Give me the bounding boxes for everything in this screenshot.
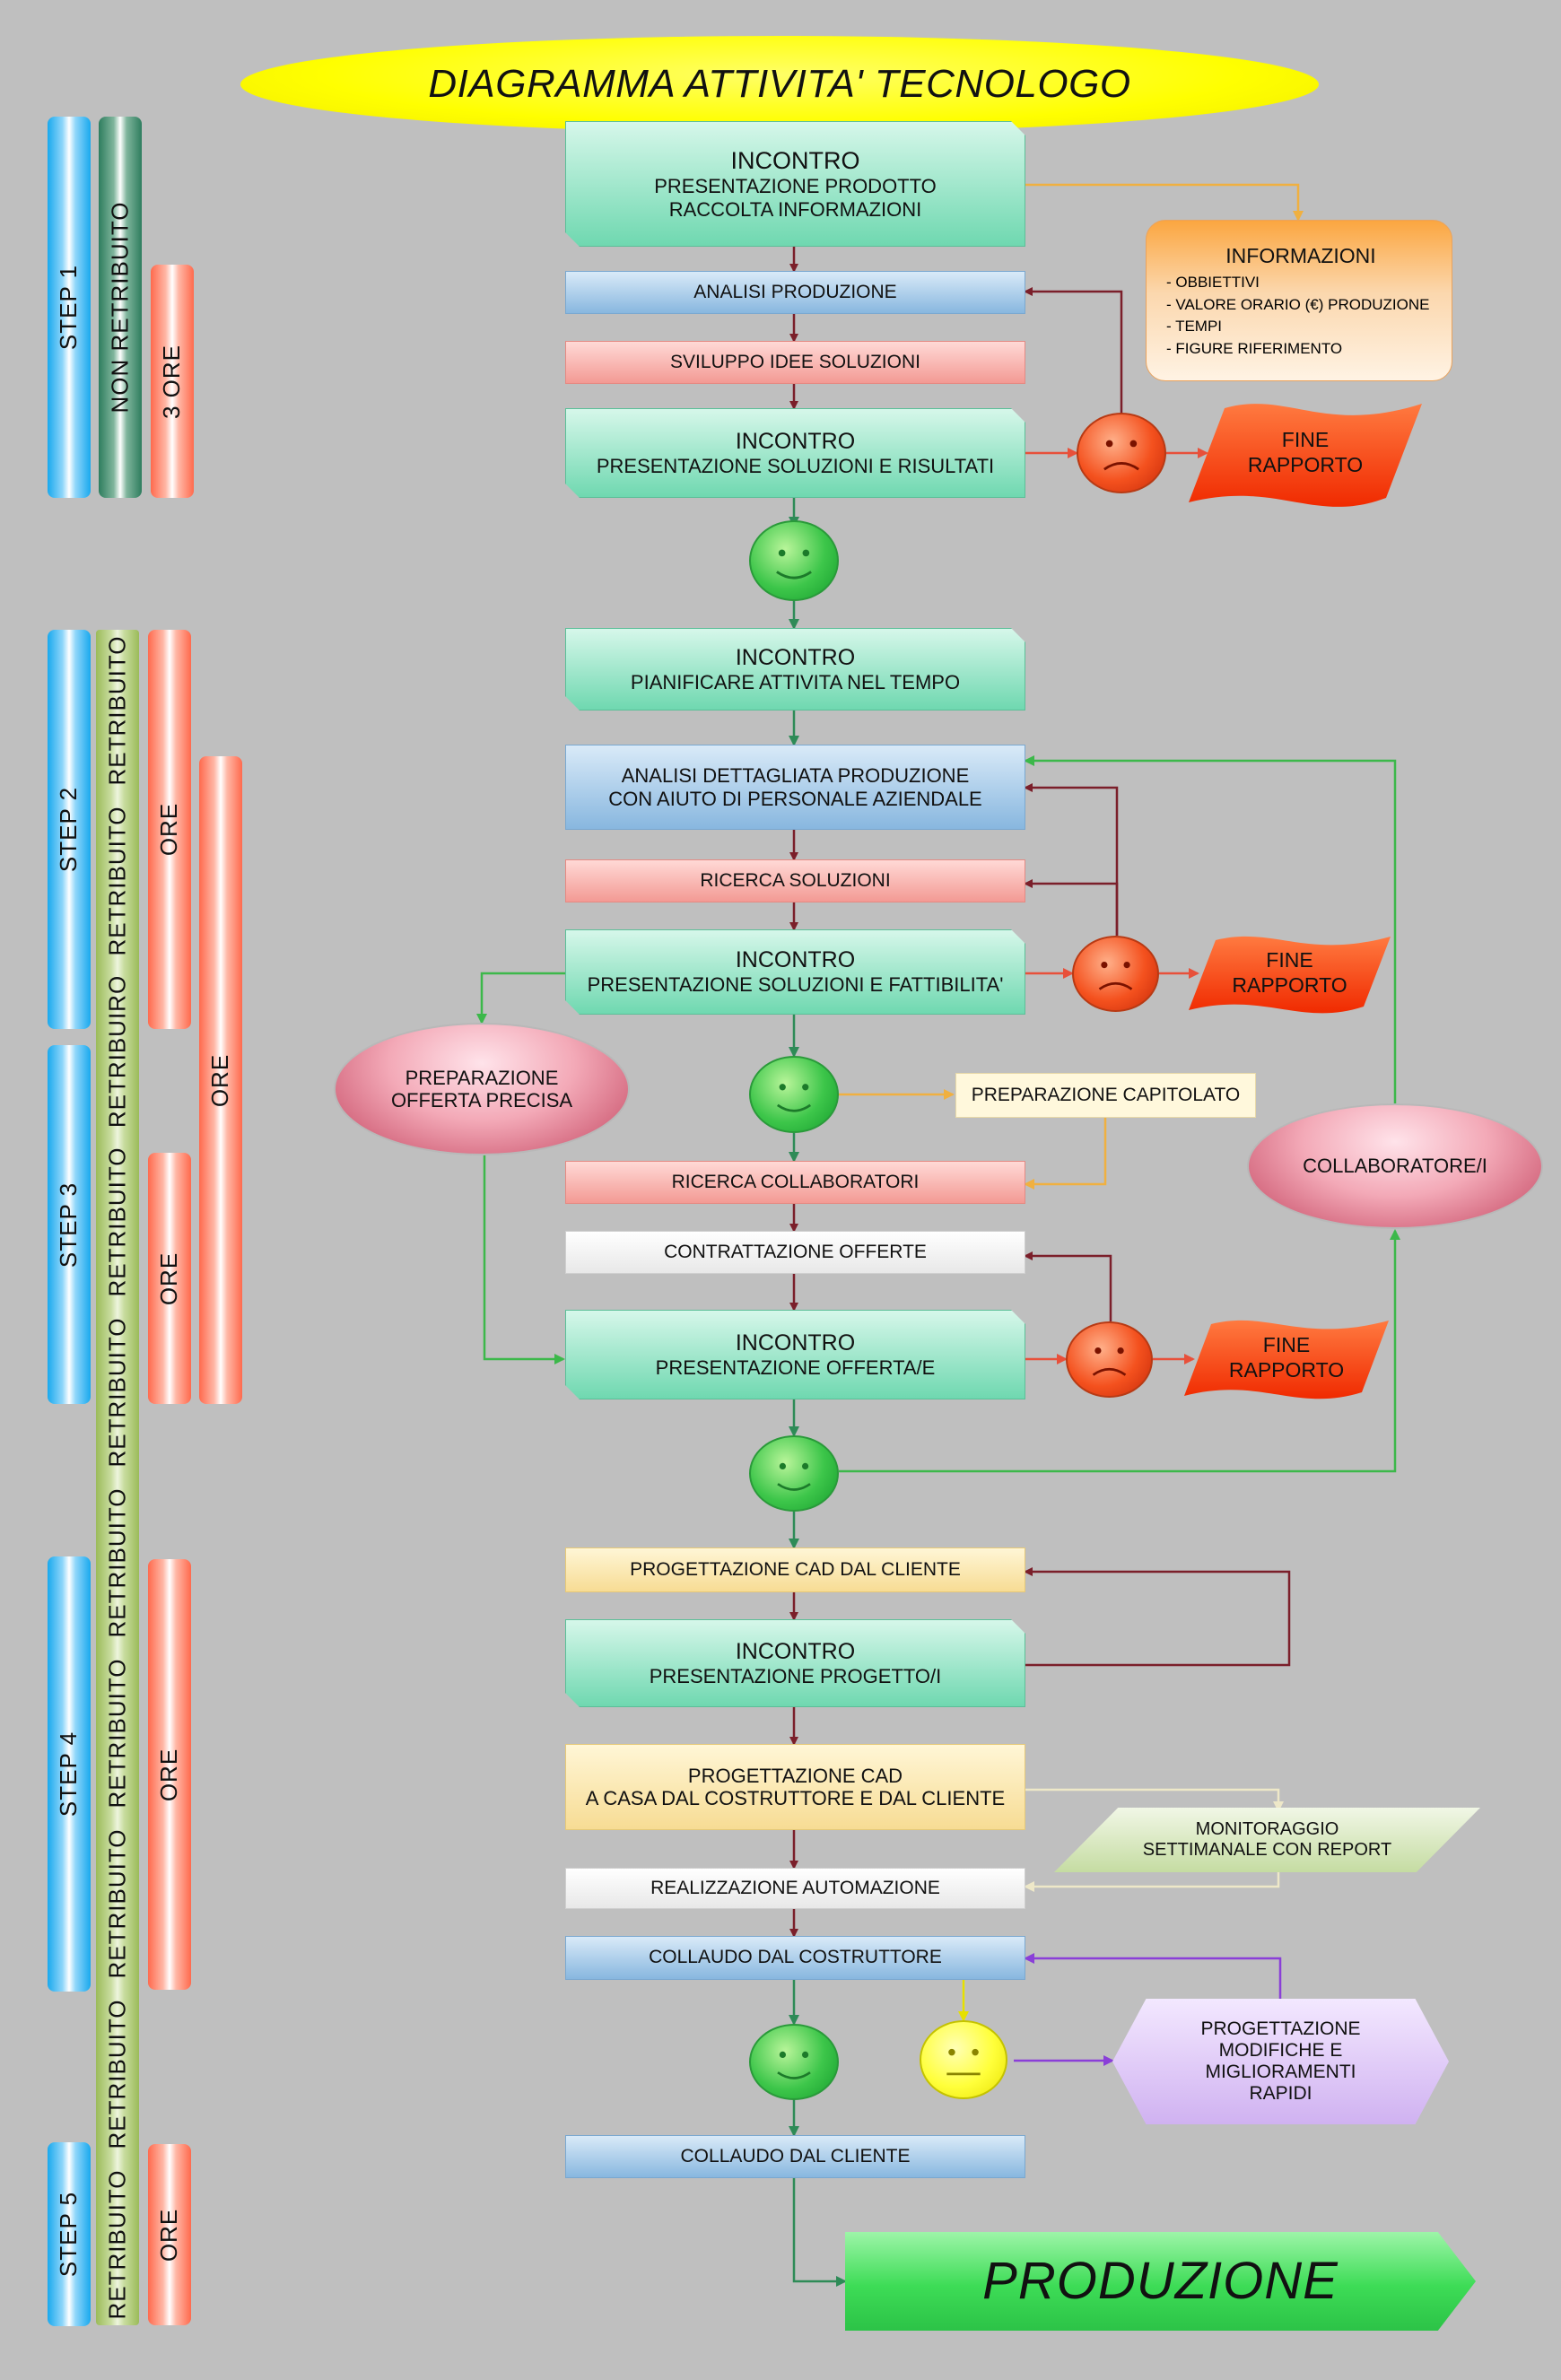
sad-face-icon xyxy=(1066,1321,1153,1398)
collaudo-dal-cliente: COLLAUDO DAL CLIENTE xyxy=(565,2135,1025,2178)
flag-shape xyxy=(1189,936,1391,1014)
retribuito-label: RETRIBUITO xyxy=(103,1317,131,1468)
happy-face-icon xyxy=(749,1435,839,1512)
retribuito-label: RETRIBUITO xyxy=(103,1999,131,2149)
retribuito-label: RETRIBUITO xyxy=(103,1658,131,1809)
info-item: - VALORE ORARIO (€) PRODUZIONE xyxy=(1166,295,1430,313)
sad-face-icon xyxy=(1072,936,1159,1012)
realizzazione-automazione: REALIZZAZIONE AUTOMAZIONE xyxy=(565,1868,1025,1909)
step2-bar: STEP 2 xyxy=(48,630,91,1029)
monitoraggio-settimanale: MONITORAGGIO SETTIMANALE CON REPORT xyxy=(1054,1808,1480,1872)
flag-shape xyxy=(1189,404,1422,507)
incontro-presentazione-soluzioni-risultati: INCONTRO PRESENTAZIONE SOLUZIONI E RISUL… xyxy=(565,408,1025,498)
retribuito-label: RETRIBUIRO xyxy=(103,974,131,1129)
analisi-produzione: ANALISI PRODUZIONE xyxy=(565,271,1025,314)
step3-bar: STEP 3 xyxy=(48,1045,91,1404)
progettazione-modifiche-rapide: PROGETTAZIONE MODIFICHE E MIGLIORAMENTI … xyxy=(1112,1999,1449,2124)
retribuito-label: RETRIBUITO xyxy=(103,1146,131,1297)
informazioni-box: INFORMAZIONI - OBBIETTIVI - VALORE ORARI… xyxy=(1146,220,1452,381)
ore-step5-bar: ORE xyxy=(148,2144,191,2325)
retribuito-label: RETRIBUITO xyxy=(103,2169,131,2320)
neutral-face-icon xyxy=(920,2020,1007,2099)
ore-step3-bar: ORE xyxy=(148,1153,191,1404)
retribuito-label: RETRIBUITO xyxy=(103,806,131,956)
contrattazione-offerte: CONTRATTAZIONE OFFERTE xyxy=(565,1231,1025,1274)
diagram-title: DIAGRAMMA ATTIVITA' TECNOLOGO xyxy=(240,36,1319,133)
sviluppo-idee-soluzioni: SVILUPPO IDEE SOLUZIONI xyxy=(565,341,1025,384)
preparazione-capitolato: PREPARAZIONE CAPITOLATO xyxy=(955,1073,1256,1118)
non-retribuito-bar: NON RETRIBUITO xyxy=(99,117,142,498)
incontro-presentazione-offerta: INCONTRO PRESENTAZIONE OFFERTA/E xyxy=(565,1310,1025,1399)
ore-step1-bar: 3 ORE xyxy=(151,265,194,498)
retribuito-bar: RETRIBUITO RETRIBUITO RETRIBUIRO RETRIBU… xyxy=(96,630,139,2325)
happy-face-icon xyxy=(749,520,839,601)
step5-bar: STEP 5 xyxy=(48,2142,91,2326)
produzione-arrow: PRODUZIONE xyxy=(845,2232,1476,2331)
ricerca-collaboratori: RICERCA COLLABORATORI xyxy=(565,1161,1025,1204)
sad-face-icon xyxy=(1077,413,1166,493)
incontro-pianificare-attivita: INCONTRO PIANIFICARE ATTIVITA NEL TEMPO xyxy=(565,628,1025,711)
progettazione-cad-cliente: PROGETTAZIONE CAD DAL CLIENTE xyxy=(565,1547,1025,1592)
happy-face-icon xyxy=(749,2024,839,2100)
flag-shape xyxy=(1184,1320,1389,1399)
step1-bar: STEP 1 xyxy=(48,117,91,498)
ore-step2-bar: ORE xyxy=(148,630,191,1029)
incontro-presentazione-progetto: INCONTRO PRESENTAZIONE PROGETTO/I xyxy=(565,1619,1025,1707)
collaudo-dal-costruttore: COLLAUDO DAL COSTRUTTORE xyxy=(565,1936,1025,1980)
retribuito-label: RETRIBUITO xyxy=(103,635,131,786)
incontro-presentazione-soluzioni-fattibilita: INCONTRO PRESENTAZIONE SOLUZIONI E FATTI… xyxy=(565,929,1025,1015)
ore-step23-bar: ORE xyxy=(199,756,242,1404)
ore-step4-bar: ORE xyxy=(148,1559,191,1990)
progettazione-cad-costruttore-cliente: PROGETTAZIONE CAD A CASA DAL COSTRUTTORE… xyxy=(565,1744,1025,1830)
collaboratori: COLLABORATORE/I xyxy=(1247,1103,1543,1229)
incontro-presentazione-prodotto: INCONTRO PRESENTAZIONE PRODOTTO RACCOLTA… xyxy=(565,121,1025,247)
step4-bar: STEP 4 xyxy=(48,1556,91,1992)
informazioni-list: - OBBIETTIVI - VALORE ORARIO (€) PRODUZI… xyxy=(1166,272,1435,361)
info-item: - OBBIETTIVI xyxy=(1166,274,1260,291)
analisi-dettagliata-produzione: ANALISI DETTAGLIATA PRODUZIONE CON AIUTO… xyxy=(565,745,1025,830)
info-item: - TEMPI xyxy=(1166,318,1223,336)
retribuito-label: RETRIBUITO xyxy=(103,1487,131,1638)
happy-face-icon xyxy=(749,1056,839,1133)
preparazione-offerta-precisa: PREPARAZIONE OFFERTA PRECISA xyxy=(334,1023,630,1155)
retribuito-label: RETRIBUITO xyxy=(103,1828,131,1979)
info-item: - FIGURE RIFERIMENTO xyxy=(1166,339,1343,357)
ricerca-soluzioni: RICERCA SOLUZIONI xyxy=(565,859,1025,902)
